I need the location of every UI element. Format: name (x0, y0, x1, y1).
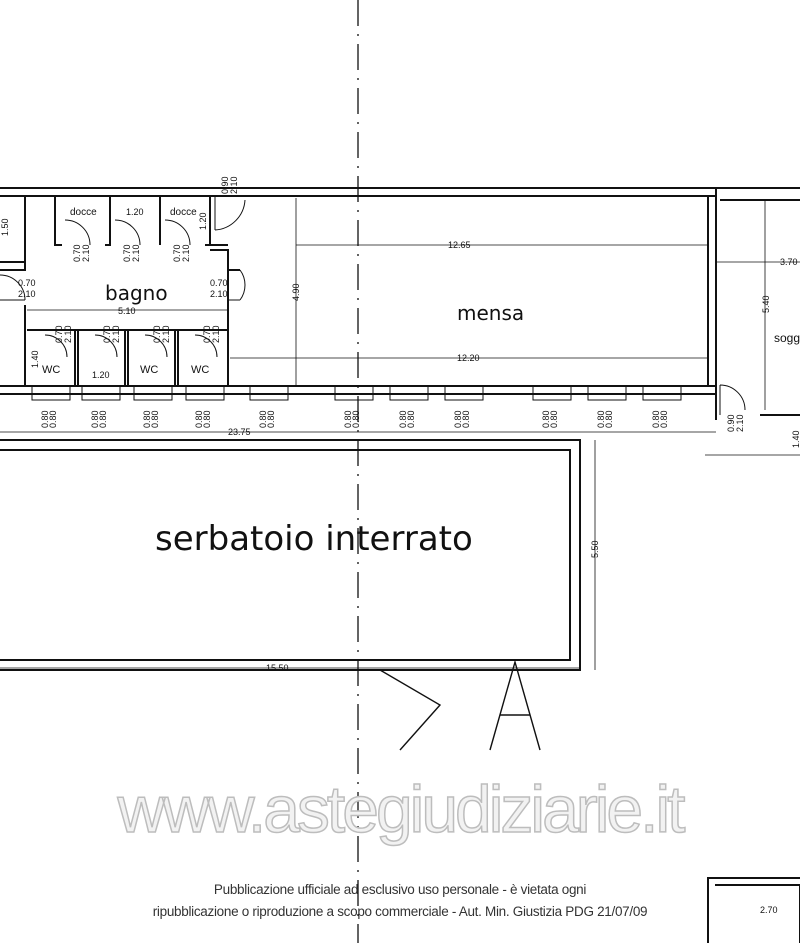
svg-text:0.80: 0.80 (343, 410, 353, 428)
svg-text:0.80: 0.80 (258, 410, 268, 428)
svg-text:2.10: 2.10 (229, 176, 239, 194)
room-sogg: sogg (774, 331, 800, 345)
svg-text:2.10: 2.10 (161, 325, 171, 343)
dimension-labels: 1.50 1.20 1.20 5.10 1.40 1.20 4.90 12.65… (0, 207, 800, 915)
svg-text:2.70: 2.70 (760, 905, 778, 915)
room-tank: serbatoio interrato (155, 519, 473, 559)
svg-text:1.20: 1.20 (92, 370, 110, 380)
room-bagno: bagno (105, 281, 168, 305)
detail-box (707, 877, 800, 943)
svg-text:3.70: 3.70 (780, 257, 798, 267)
svg-text:0.80: 0.80 (406, 410, 416, 428)
room-wc-3: WC (191, 364, 209, 376)
section-marks (379, 659, 541, 751)
svg-text:2.10: 2.10 (210, 289, 228, 299)
svg-text:0.70: 0.70 (18, 278, 36, 288)
svg-text:0.80: 0.80 (596, 410, 606, 428)
svg-text:0.80: 0.80 (48, 410, 58, 428)
room-wc-1: WC (42, 364, 60, 376)
svg-text:0.80: 0.80 (194, 410, 204, 428)
svg-text:1.40: 1.40 (791, 430, 800, 448)
svg-text:2.10: 2.10 (63, 325, 73, 343)
svg-text:0.70: 0.70 (202, 325, 212, 343)
svg-text:1.40: 1.40 (30, 350, 40, 368)
svg-text:1.50: 1.50 (0, 218, 10, 236)
svg-text:0.80: 0.80 (541, 410, 551, 428)
svg-text:12.65: 12.65 (448, 240, 471, 250)
svg-text:0.70: 0.70 (102, 325, 112, 343)
svg-text:0.70: 0.70 (122, 244, 132, 262)
svg-text:0.80: 0.80 (461, 410, 471, 428)
room-wc-2: WC (140, 364, 158, 376)
dimension-lines (0, 198, 800, 670)
svg-text:0.80: 0.80 (604, 410, 614, 428)
svg-text:0.90: 0.90 (726, 414, 736, 432)
svg-text:5.40: 5.40 (761, 295, 771, 313)
svg-text:0.80: 0.80 (549, 410, 559, 428)
room-docce-2: docce (170, 207, 197, 218)
svg-text:0.80: 0.80 (351, 410, 361, 428)
doors (0, 196, 746, 415)
svg-text:1.20: 1.20 (198, 212, 208, 230)
svg-text:0.80: 0.80 (398, 410, 408, 428)
svg-text:0.80: 0.80 (98, 410, 108, 428)
svg-text:0.80: 0.80 (150, 410, 160, 428)
tank-outline (0, 439, 581, 671)
svg-text:0.80: 0.80 (142, 410, 152, 428)
svg-text:12.20: 12.20 (457, 353, 480, 363)
svg-text:0.80: 0.80 (202, 410, 212, 428)
svg-text:0.80: 0.80 (453, 410, 463, 428)
svg-text:0.70: 0.70 (210, 278, 228, 288)
svg-text:0.70: 0.70 (72, 244, 82, 262)
svg-text:2.10: 2.10 (211, 325, 221, 343)
svg-text:0.80: 0.80 (651, 410, 661, 428)
svg-text:2.10: 2.10 (735, 414, 745, 432)
room-docce-1: docce (70, 207, 97, 218)
svg-text:0.80: 0.80 (90, 410, 100, 428)
svg-text:5.10: 5.10 (118, 306, 136, 316)
svg-text:0.80: 0.80 (40, 410, 50, 428)
svg-text:4.90: 4.90 (291, 283, 301, 301)
svg-text:23.75: 23.75 (228, 427, 251, 437)
svg-text:0.80: 0.80 (659, 410, 669, 428)
room-mensa: mensa (457, 301, 524, 325)
svg-text:2.10: 2.10 (131, 244, 141, 262)
svg-text:0.70: 0.70 (172, 244, 182, 262)
section-mark-label: A (0, 0, 1, 1)
footer-line-1: Pubblicazione ufficiale ad esclusivo uso… (213, 882, 587, 897)
svg-text:15.50: 15.50 (266, 663, 289, 673)
window-labels: 0.800.80 0.800.80 0.800.80 0.800.80 0.80… (40, 410, 669, 428)
svg-text:2.10: 2.10 (111, 325, 121, 343)
svg-text:1.20: 1.20 (126, 207, 144, 217)
svg-text:0.90: 0.90 (220, 176, 230, 194)
svg-text:0.70: 0.70 (152, 325, 162, 343)
windows (31, 385, 682, 401)
svg-text:2.10: 2.10 (18, 289, 36, 299)
svg-text:0.80: 0.80 (266, 410, 276, 428)
watermark: www.astegiudiziarie.it (117, 772, 686, 846)
footer-line-2: ripubblicazione o riproduzione a scopo c… (152, 904, 648, 919)
svg-text:0.70: 0.70 (54, 325, 64, 343)
svg-text:2.10: 2.10 (81, 244, 91, 262)
svg-text:2.10: 2.10 (181, 244, 191, 262)
svg-text:5.50: 5.50 (590, 540, 600, 558)
